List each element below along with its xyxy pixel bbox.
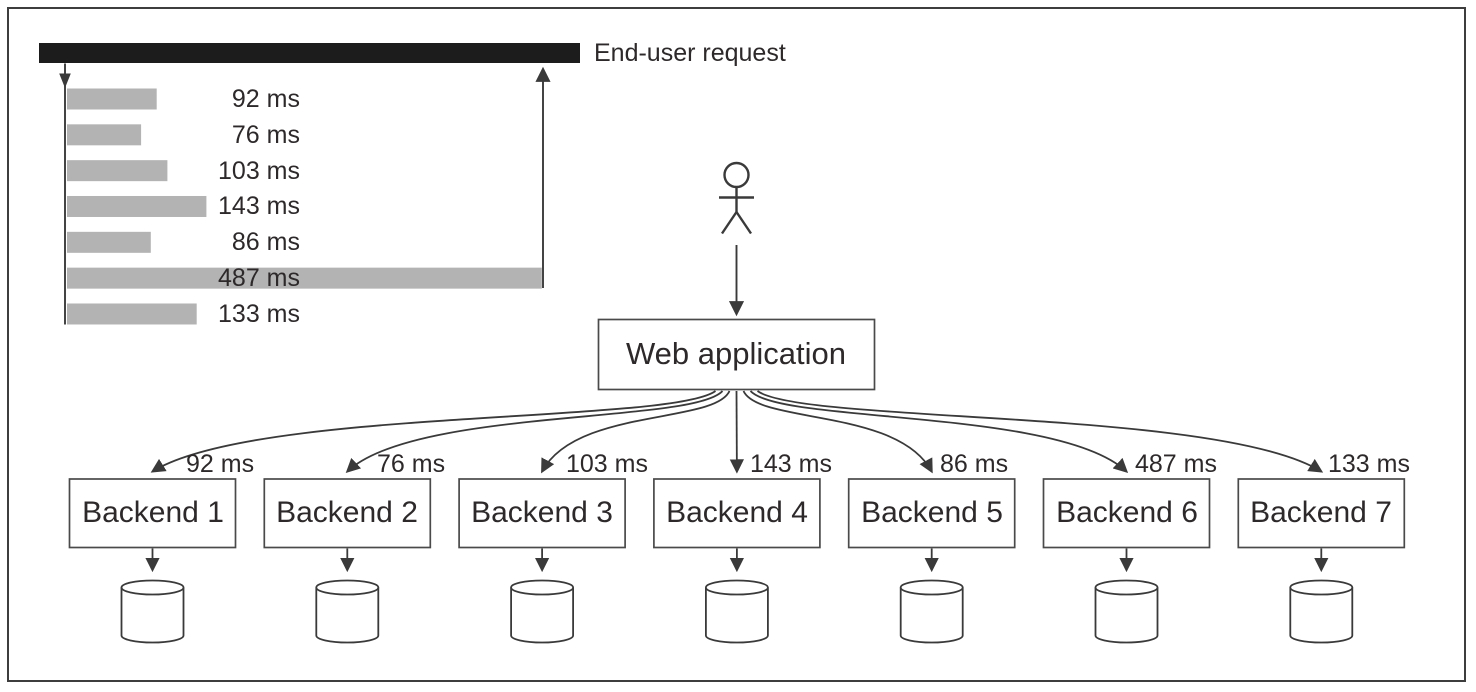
- web-application-box: [597, 318, 876, 391]
- database-cylinder-icon: [1289, 587, 1354, 644]
- database-cylinder-icon: [120, 587, 185, 644]
- webapp-to-backend-arrow: [150, 390, 717, 473]
- webapp-to-backend-arrow: [541, 390, 731, 474]
- database-cylinder-top-icon: [705, 579, 769, 596]
- latency-bar: [67, 195, 207, 217]
- database-cylinder-top-icon: [315, 579, 380, 596]
- latency-bar: [67, 160, 168, 182]
- latency-bar: [67, 303, 197, 325]
- webapp-to-backend-arrow: [756, 390, 1324, 473]
- backend-box: [1237, 478, 1406, 549]
- database-cylinder-icon: [899, 587, 964, 644]
- webapp-to-backend-arrow: [749, 390, 1129, 473]
- webapp-to-backend-arrow: [345, 390, 724, 473]
- request-duration-bar: [39, 43, 580, 63]
- database-cylinder-icon: [510, 587, 574, 644]
- database-cylinder-top-icon: [1094, 579, 1159, 596]
- request-dispatch-arrowhead: [59, 73, 71, 88]
- database-cylinder-top-icon: [120, 579, 185, 596]
- database-cylinder-icon: [315, 587, 380, 644]
- database-cylinder-icon: [1094, 587, 1159, 644]
- webapp-to-backend-arrow: [742, 390, 933, 474]
- user-icon-leg-right: [735, 211, 752, 235]
- backend-box: [653, 478, 821, 549]
- backend-box: [68, 478, 237, 549]
- database-cylinder-top-icon: [510, 579, 574, 596]
- latency-bar: [67, 267, 542, 289]
- backend-box: [847, 478, 1016, 549]
- backend-box: [263, 478, 432, 549]
- database-cylinder-icon: [705, 587, 769, 644]
- latency-bar: [67, 231, 151, 253]
- database-cylinder-top-icon: [1289, 579, 1354, 596]
- latency-bar: [67, 124, 142, 146]
- backend-box: [458, 478, 626, 549]
- backend-box: [1042, 478, 1211, 549]
- latency-bar: [67, 88, 157, 110]
- database-cylinder-top-icon: [899, 579, 964, 596]
- user-icon-leg-left: [721, 211, 738, 235]
- user-icon: [719, 161, 754, 235]
- user-icon-head: [723, 161, 750, 189]
